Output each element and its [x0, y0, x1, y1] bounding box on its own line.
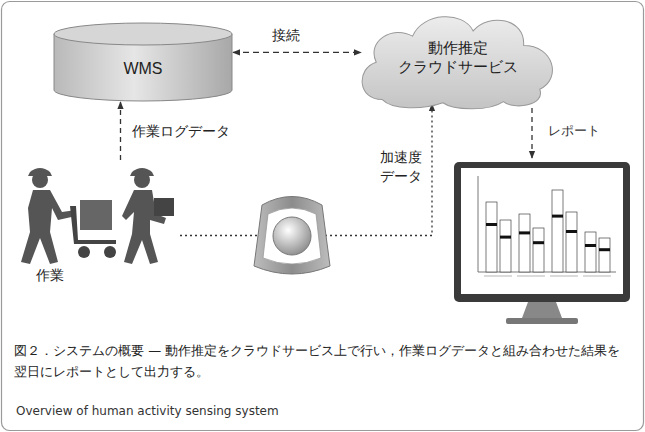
chart-bar: [585, 232, 596, 272]
node-text: 作業: [36, 266, 64, 284]
chart-bar-mark: [519, 231, 530, 234]
chart-bar-mark: [585, 244, 596, 247]
report-label: レポート: [546, 122, 602, 140]
connection-arrow: [233, 52, 361, 53]
english-caption: Overview of human activity sensing syste…: [14, 404, 281, 418]
node-text: 動作推定 クラウドサービス: [390, 39, 526, 78]
chart-bar-mark: [552, 215, 563, 218]
chart-bar-mark: [566, 230, 577, 233]
node-text: WMS: [123, 59, 162, 80]
chart-bar-mark: [533, 241, 544, 244]
chart-tick: [583, 276, 611, 277]
chart-bar: [552, 190, 563, 272]
report-chart: [478, 176, 616, 276]
chart-bar: [566, 212, 577, 272]
cloud-service: 動作推定 クラウドサービス: [352, 6, 564, 110]
edge-label: 加速度データ: [378, 148, 426, 186]
chart-bar: [519, 214, 530, 272]
chart-bar-mark: [599, 248, 610, 251]
report-arrow: [531, 108, 532, 158]
monitor-illustration: [454, 162, 630, 324]
chart-bar: [486, 202, 497, 272]
chart-tick: [484, 276, 512, 277]
workers-illustration: [21, 168, 174, 264]
worker-group: 作業: [10, 160, 180, 288]
database-cylinder: WMS: [53, 22, 233, 102]
edge-label: 接続: [270, 26, 302, 45]
chart-tick: [517, 276, 545, 277]
chart-bar: [500, 220, 511, 272]
edge-label: 作業ログデータ: [130, 122, 232, 141]
figure-caption: 図２．システムの概要 — 動作推定をクラウドサービス上で行い，作業ログデータと組…: [14, 340, 630, 383]
chart-axis: [478, 176, 616, 272]
worklog-arrow: [120, 102, 121, 160]
chart-bar-mark: [486, 223, 497, 226]
chart-bar: [533, 228, 544, 272]
chart-tick: [550, 276, 578, 277]
chart-bar: [599, 238, 610, 272]
wristband-sensor: [254, 197, 330, 275]
chart-bar-mark: [500, 236, 511, 239]
